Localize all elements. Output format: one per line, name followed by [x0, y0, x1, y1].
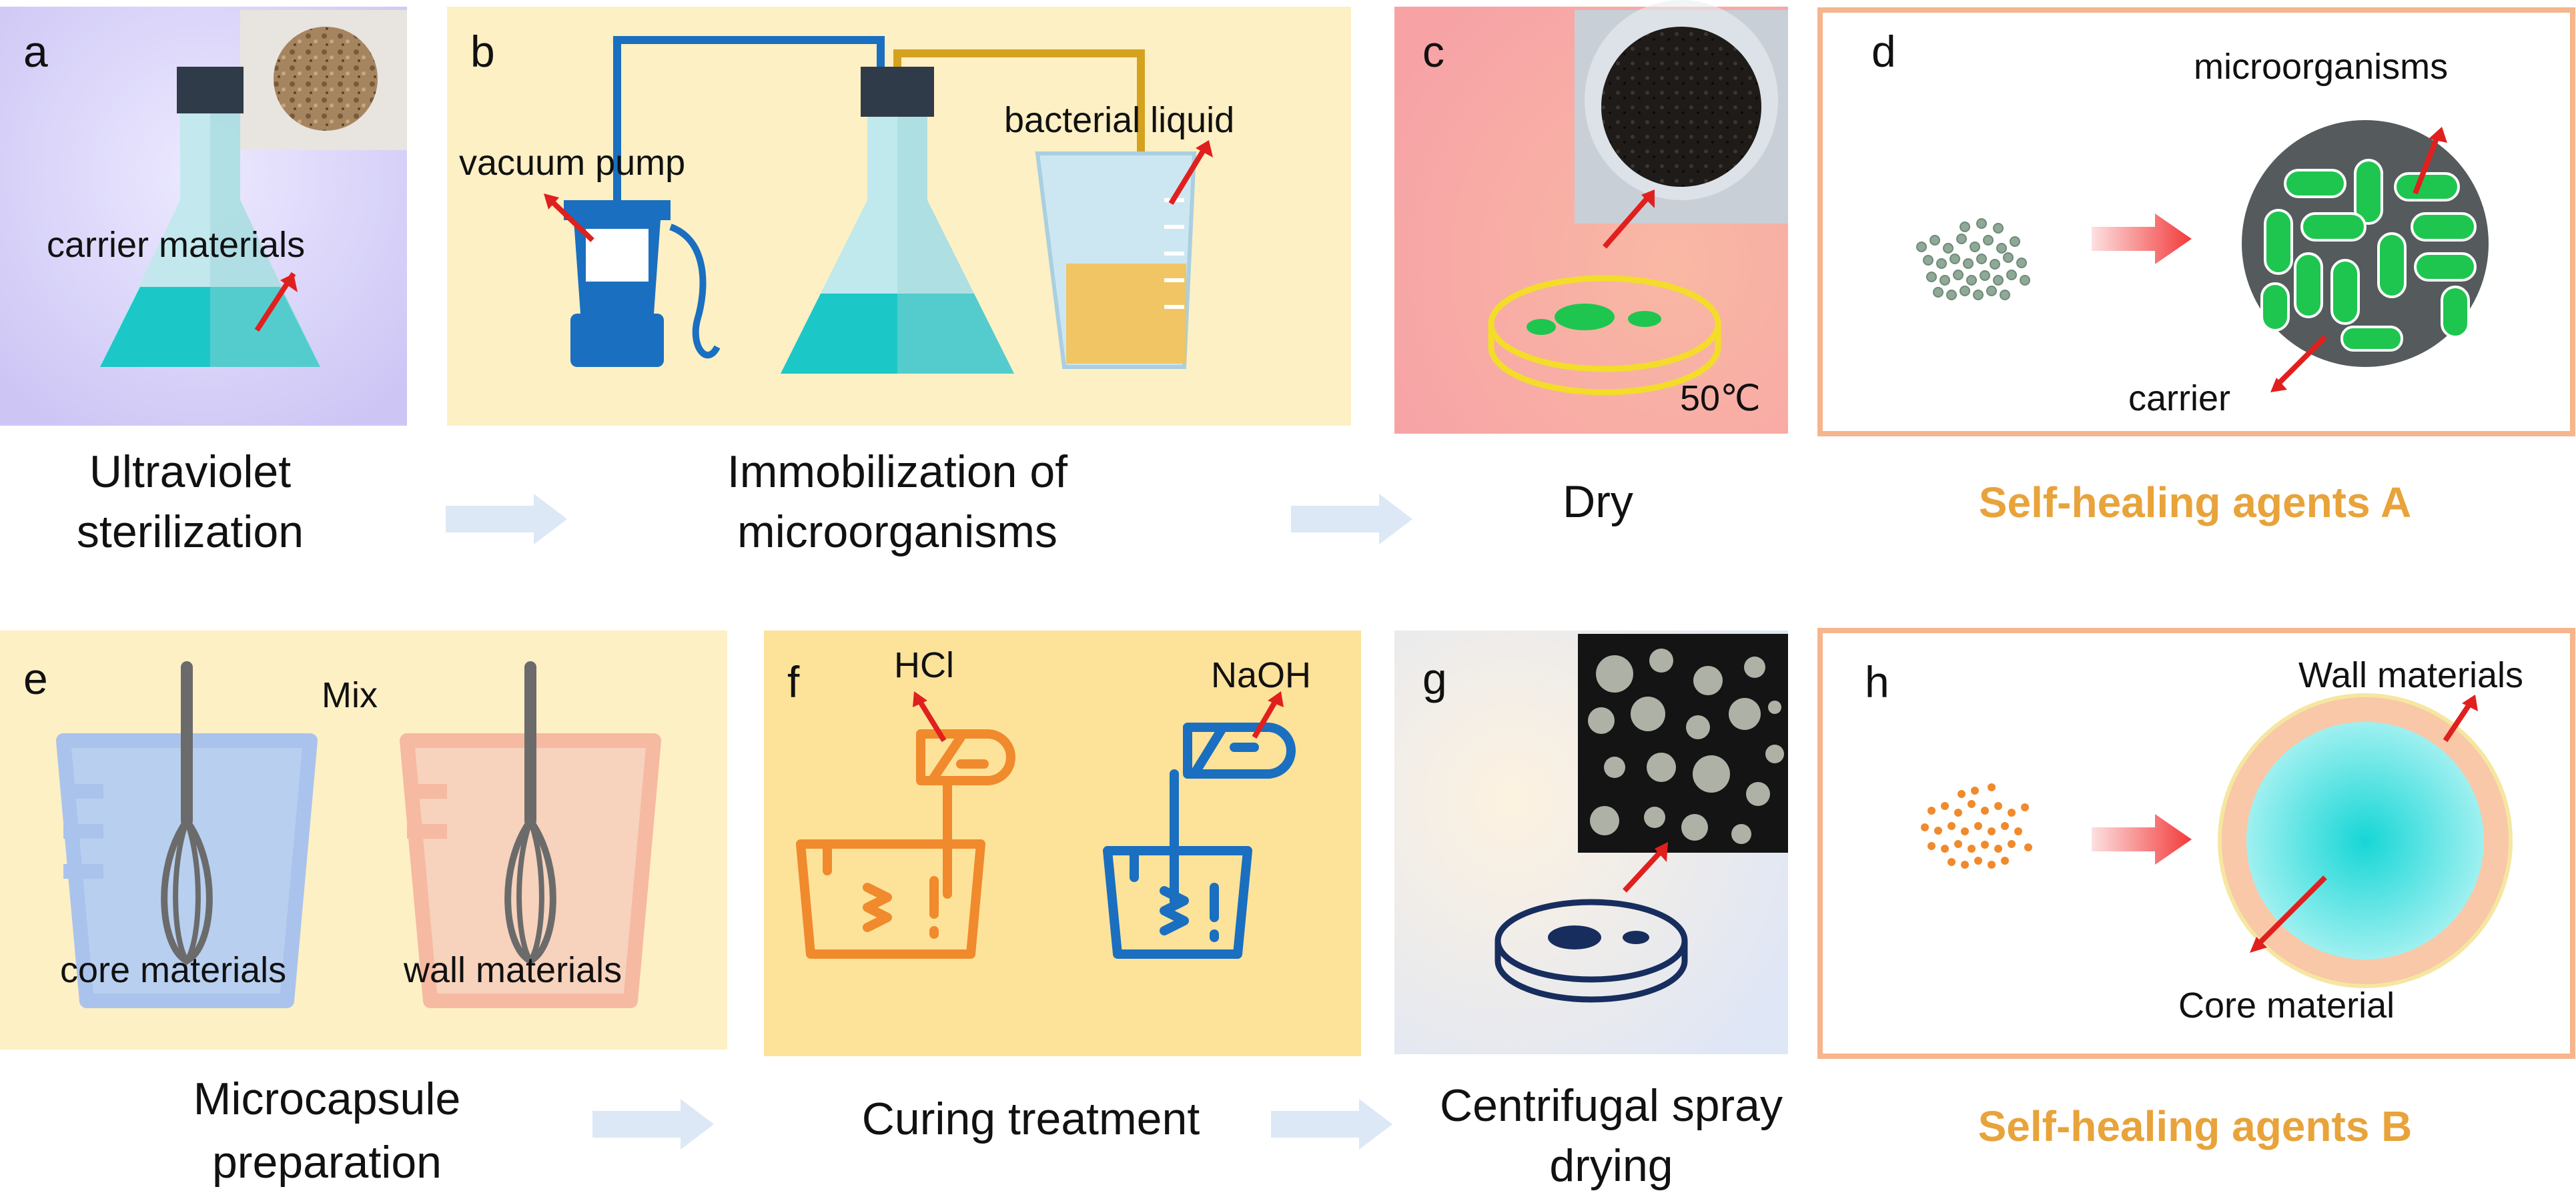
transform-arrow-d [2092, 214, 2192, 264]
flow-arrow-bc [1291, 494, 1412, 544]
panel-d-letter: d [1871, 27, 1896, 76]
wall-mixing-bowl-icon [400, 661, 661, 1008]
core-material-label: Core material [2178, 985, 2395, 1026]
hcl-burette-beaker-icon [796, 729, 1015, 959]
panel-c-letter: c [1422, 27, 1444, 76]
core-mixing-bowl-icon [56, 661, 318, 1008]
carrier-d-pointer-arrowhead [2270, 378, 2287, 392]
flow-arrow-ab [446, 494, 567, 544]
panel-a: a carrier materials Ultraviolet steriliz… [0, 7, 407, 557]
wall-materials-h-label: Wall materials [2298, 655, 2523, 695]
beaker-icon [1035, 151, 1197, 369]
flow-arrow-ef [592, 1099, 714, 1150]
panel-a-caption-line1: Ultraviolet [89, 446, 291, 497]
spray-pointer-arrow [1623, 845, 1667, 893]
flask-b-icon [781, 67, 1014, 374]
hcl-pointer-arrow [915, 695, 947, 743]
panel-d-caption: Self-healing agents A [1979, 478, 2411, 526]
panel-c-caption: Dry [1563, 476, 1633, 527]
carrier-pointer-arrowhead [280, 274, 298, 292]
panel-e-letter: e [23, 654, 48, 703]
hcl-pointer-arrowhead [913, 691, 927, 707]
vacuum-pump-icon [564, 200, 721, 367]
carrier-materials-label: carrier materials [47, 225, 305, 265]
wall-pointer-arrowhead [2462, 695, 2478, 711]
naoh-pointer-arrowhead [1268, 691, 1284, 707]
vacuum-tube [613, 36, 885, 224]
panel-a-letter: a [23, 27, 48, 76]
liquid-pointer-arrowhead [1196, 140, 1213, 157]
particle-cluster-orange [1921, 783, 2032, 869]
panel-c: c 50℃ Dry [1394, 0, 1788, 527]
dry-pointer-arrow [1602, 191, 1654, 249]
carrier-photo-disc [274, 27, 378, 131]
mix-label: Mix [322, 675, 378, 715]
panel-h-frame [1817, 628, 2575, 1059]
panel-e-caption-line2: preparation [212, 1137, 442, 1188]
vacuum-pump-label: vacuum pump [459, 143, 685, 183]
pump-pointer-arrowhead [544, 193, 559, 210]
panel-h: h Wall materials Core material Self-heal… [1817, 628, 2575, 1150]
micrograph-particles [1588, 649, 1784, 844]
panel-b-caption-line1: Immobilization of [727, 446, 1067, 497]
panel-a-caption-line2: sterilization [77, 506, 304, 557]
panel-f-caption: Curing treatment [862, 1094, 1200, 1144]
core-pointer-arrow [2253, 875, 2327, 949]
core-materials-label: core materials [60, 950, 286, 990]
panel-e-caption-line1: Microcapsule [193, 1074, 461, 1124]
panel-b-letter: b [470, 27, 495, 76]
dried-sample-disc [1601, 27, 1761, 187]
panel-h-letter: h [1865, 657, 1889, 707]
petri-dish-g-icon [1494, 899, 1688, 1003]
panel-g: g Centrifugal spray drying [1394, 631, 1788, 1191]
naoh-burette-beaker-icon [1103, 723, 1296, 959]
panel-g-letter: g [1422, 654, 1447, 703]
wall-materials-e-label: wall materials [403, 950, 622, 990]
panel-h-caption: Self-healing agents B [1978, 1102, 2413, 1150]
microorganisms-label: microorganisms [2194, 47, 2448, 87]
pump-pointer-arrow [545, 195, 594, 242]
micro-pointer-arrowhead [2429, 127, 2447, 143]
transform-arrow-h [2092, 814, 2192, 865]
micro-pointer-arrow [2413, 132, 2441, 195]
panel-g-caption-line1: Centrifugal spray [1440, 1080, 1783, 1131]
panel-d: d microorganisms carrier Self-healing ag… [1817, 7, 2575, 526]
panel-f: f HCl NaOH Curing treatment [764, 631, 1361, 1144]
carrier-d-pointer-arrow [2273, 335, 2327, 389]
petri-dish-icon [1488, 275, 1721, 396]
naoh-label: NaOH [1211, 655, 1311, 695]
spray-pointer-arrowhead [1655, 842, 1668, 862]
liquid-pointer-arrow [1168, 141, 1210, 206]
wall-pointer-arrow [2443, 699, 2475, 743]
hcl-label: HCl [894, 645, 954, 685]
dry-pointer-arrowhead [1641, 189, 1655, 208]
panel-g-caption-line2: drying [1549, 1140, 1673, 1191]
carrier-label: carrier [2128, 378, 2230, 418]
panel-e: e Mix core materials wall materials Micr… [0, 631, 727, 1188]
temperature-label: 50℃ [1680, 378, 1761, 418]
panel-b-caption-line2: microorganisms [737, 506, 1057, 557]
panel-f-letter: f [787, 657, 800, 707]
flow-arrow-fg [1271, 1099, 1392, 1150]
naoh-pointer-arrow [1252, 695, 1280, 739]
immobilized-carrier-icon [2242, 120, 2489, 367]
particle-cluster-grey [1916, 218, 2030, 300]
flask-icon [100, 67, 320, 367]
panel-b: b vacuum pump bacterial liquid Immobiliz… [447, 7, 1351, 557]
bacterial-liquid-label: bacterial liquid [1004, 100, 1234, 140]
core-pointer-arrowhead [2250, 937, 2267, 953]
